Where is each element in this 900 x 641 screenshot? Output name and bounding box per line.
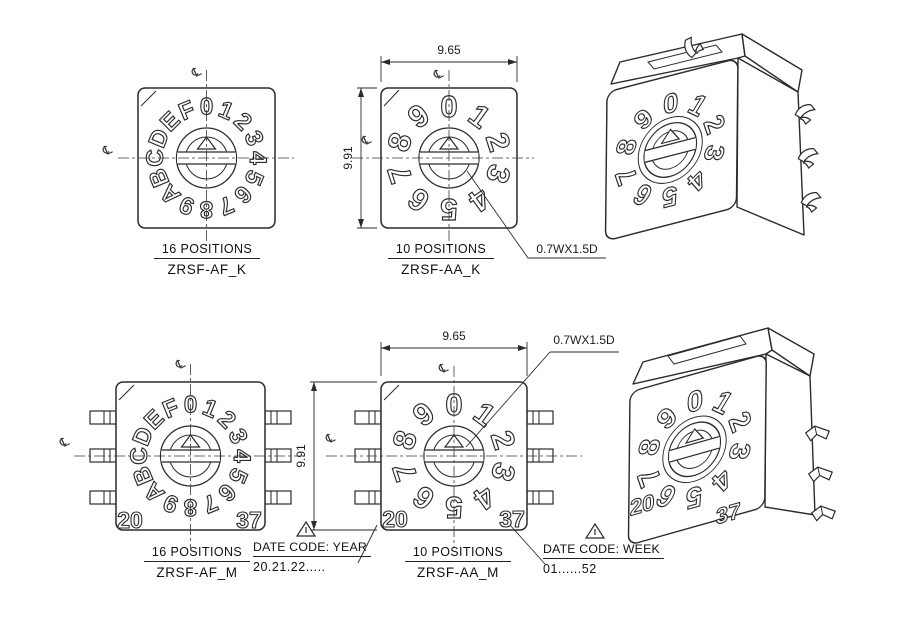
dial-character: 8 [200,196,213,223]
pin-left-1 [354,410,382,425]
dimension-height: 9.91 [294,381,377,531]
rotor-dial [662,415,727,484]
positions-label: 16 POSITIONS [143,545,251,562]
dim-height-text: 9.91 [341,146,355,170]
dial-character: 5 [662,180,677,215]
dimension-width: 9.65 [380,43,518,82]
corner-chamfer [140,90,157,107]
centerline-symbol: ℄ [435,360,452,379]
dial-character: 0 [687,383,703,420]
part-number: ZRSF-AF_M [156,565,238,580]
centerline-symbol: ℄ [430,66,447,85]
corner-chamfer [383,384,400,401]
dimension-height: 9.91 [341,87,377,229]
note-triangle-icon [584,522,606,539]
leader-week-mark [509,524,546,565]
label-af-k: 16 POSITIONS ZRSF-AF_K [137,240,277,277]
date-code-week-title: DATE CODE: WEEK [543,542,664,559]
positions-label: 16 POSITIONS [153,242,261,259]
week-mark: 37 [499,506,525,532]
dim-width-text: 9.65 [437,43,461,57]
slot-callout-text: 0.7WX1.5D [536,242,598,256]
centerline-symbol: ℄ [56,434,73,453]
pin-left-3 [354,490,382,505]
dial-character: 5 [440,192,457,227]
label-aa-k: 10 POSITIONS ZRSF-AA_K [371,240,511,277]
dial-character: 8 [609,138,643,156]
corner-chamfer [118,384,135,401]
date-code-year-title: DATE CODE: YEAR [253,540,371,557]
date-code-week-note: DATE CODE: WEEK 01......52 [543,522,664,576]
centerline-symbol: ℄ [188,64,205,83]
part-number: ZRSF-AF_K [167,262,247,277]
pin-right-1 [526,410,554,425]
label-aa-m: 10 POSITIONS ZRSF-AA_M [388,543,528,580]
part-number: ZRSF-AA_M [417,565,499,580]
centerline-symbol: ℄ [99,142,116,161]
date-code-year-values: 20.21.22..... [253,560,326,574]
pin-left-1 [89,410,117,425]
centerline-symbol: ℄ [358,132,375,151]
part-number: ZRSF-AA_K [401,262,481,277]
lid-side [767,327,815,377]
dial-character: 8 [632,438,668,456]
label-af-m: 16 POSITIONS ZRSF-AF_M [127,543,267,580]
slot-callout: 0.7WX1.5D [466,170,606,259]
dimension-width: 9.65 [380,329,528,376]
lid-side [741,33,803,93]
slot-callout: 0.7WX1.5D [465,333,619,448]
dial-character: C [142,149,169,166]
dim-width-text: 9.65 [442,329,466,343]
lid-recess [667,335,747,365]
dial-character: 0 [445,387,462,422]
centerline-symbol: ℄ [322,430,339,449]
dial-character: 4 [244,151,271,165]
pin-left-2 [354,448,382,463]
pin-right-3 [526,490,554,505]
year-mark: 20 [117,507,143,533]
slot-callout-text: 0.7WX1.5D [553,333,615,347]
pin-left-2 [89,448,117,463]
date-code-week-values: 01......52 [543,562,597,576]
centerline-symbol: ℄ [172,356,189,375]
corner-chamfer [383,89,400,107]
pin-left-3 [89,490,117,505]
pin-right-2 [526,448,554,463]
positions-label: 10 POSITIONS [387,242,495,259]
dial-character: 3 [721,442,757,460]
positions-label: 10 POSITIONS [404,545,512,562]
note-triangle-icon [295,520,317,537]
dial-character: 0 [663,86,678,121]
date-code-year-note: DATE CODE: YEAR 20.21.22..... [253,520,371,574]
dial-character: 5 [686,478,702,515]
dim-height-text: 9.91 [294,444,308,468]
year-mark: 20 [382,506,408,532]
week-mark: 37 [236,507,262,533]
dial-character: 3 [697,144,731,162]
rotor-dial [637,116,703,184]
